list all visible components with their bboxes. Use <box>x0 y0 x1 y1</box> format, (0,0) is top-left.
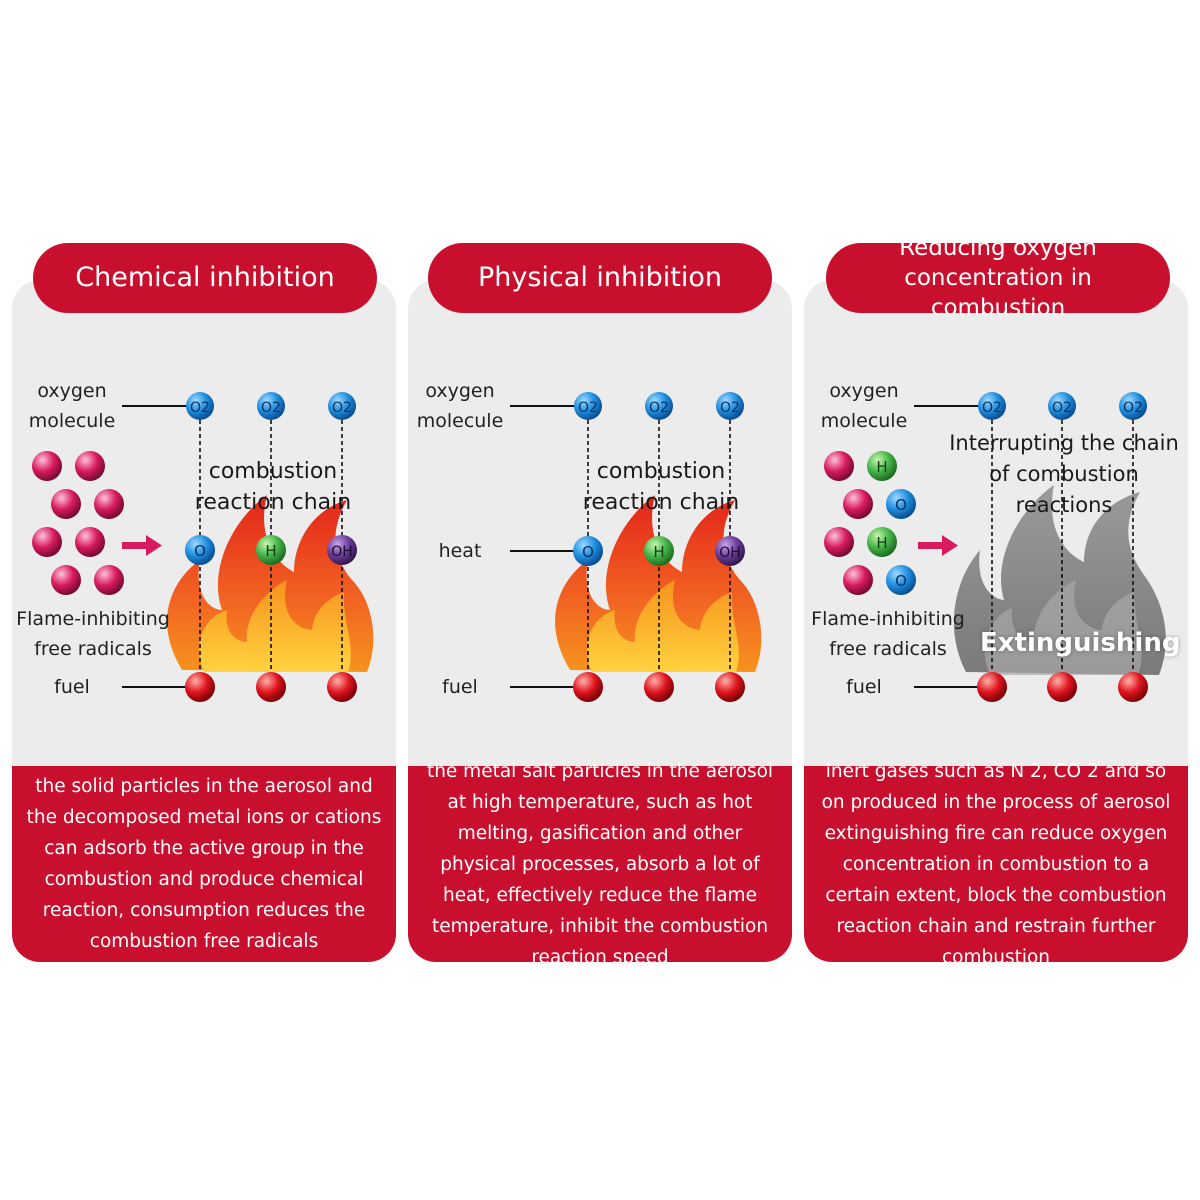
oxygen-molecule-label: oxygen molecule <box>28 380 116 432</box>
free-radicals-label: Flame-inhibiting free radicals <box>16 608 170 660</box>
hydroxyl-radical: OH <box>327 535 357 565</box>
svg-text:O2: O2 <box>261 400 281 416</box>
panel-description: the metal salt particles in the aerosol … <box>408 761 792 962</box>
extinguishing-label: Extinguishing <box>980 628 1181 658</box>
panel-title: Chemical inhibition <box>33 243 377 313</box>
fuel-molecule <box>1118 672 1148 702</box>
svg-text:O: O <box>194 542 206 560</box>
oxygen-molecule: O2 <box>978 392 1006 420</box>
oxygen-molecule: O2 <box>574 392 602 420</box>
svg-text:O2: O2 <box>578 400 598 416</box>
hydrogen-atom: H <box>256 535 286 565</box>
svg-text:O2: O2 <box>982 400 1002 416</box>
oxygen-atom: O <box>886 565 916 595</box>
hydrogen-atom: H <box>867 527 897 557</box>
fuel-label: fuel <box>442 676 478 698</box>
oxygen-molecule: O2 <box>186 392 214 420</box>
fuel-molecule <box>256 672 286 702</box>
svg-text:H: H <box>876 534 887 552</box>
svg-text:O: O <box>895 572 907 590</box>
arrow-right-icon <box>918 535 958 556</box>
svg-text:OH: OH <box>331 544 353 560</box>
oxygen-molecule: O2 <box>328 392 356 420</box>
panel-description: inert gases such as N 2, CO 2 and so on … <box>804 761 1188 962</box>
svg-text:O: O <box>582 543 594 561</box>
oxygen-molecule-label: oxygen molecule <box>820 380 908 432</box>
diagram-chemical: O2 O2 O2 O H OH <box>12 280 396 766</box>
oxygen-atom: O <box>886 489 916 519</box>
svg-text:O: O <box>895 496 907 514</box>
svg-text:OH: OH <box>719 545 741 561</box>
oxygen-molecule: O2 <box>1048 392 1076 420</box>
svg-text:O2: O2 <box>332 400 352 416</box>
diagram-reducing-oxygen: O2 O2 O2 H O H O oxygen molecule Flame-i… <box>804 280 1188 766</box>
arrow-right-icon <box>122 535 162 556</box>
fuel-molecule <box>327 672 357 702</box>
oxygen-molecule-label: oxygen molecule <box>416 380 504 432</box>
reaction-chain-label: combustion reaction chain <box>582 459 740 515</box>
oxygen-molecule: O2 <box>716 392 744 420</box>
svg-text:O2: O2 <box>190 400 210 416</box>
oxygen-molecule: O2 <box>257 392 285 420</box>
fuel-molecule <box>573 672 603 702</box>
oxygen-molecule: O2 <box>1119 392 1147 420</box>
svg-text:H: H <box>653 543 664 561</box>
svg-text:H: H <box>265 542 276 560</box>
panel-description: the solid particles in the aerosol and t… <box>12 766 396 962</box>
oxygen-molecule: O2 <box>645 392 673 420</box>
fuel-molecule <box>715 672 745 702</box>
fuel-molecule <box>644 672 674 702</box>
fuel-molecule <box>185 672 215 702</box>
hydrogen-atom: H <box>867 451 897 481</box>
panel-title: Reducing oxygen concentration in combust… <box>826 235 1170 321</box>
fuel-label: fuel <box>846 676 882 698</box>
fuel-molecule <box>977 672 1007 702</box>
fuel-molecule <box>1047 672 1077 702</box>
panel-physical-inhibition: O2 O2 O2 O H OH oxygen molecule heat fue… <box>408 280 792 962</box>
heat-label: heat <box>438 540 482 562</box>
svg-text:O2: O2 <box>1123 400 1143 416</box>
fuel-label: fuel <box>54 676 90 698</box>
interrupting-chain-label: Interrupting the chain of combustion rea… <box>949 431 1179 517</box>
free-radicals-label: Flame-inhibiting free radicals <box>811 608 965 660</box>
svg-text:O2: O2 <box>1052 400 1072 416</box>
svg-text:O2: O2 <box>720 400 740 416</box>
panel-title: Physical inhibition <box>428 243 772 313</box>
oxygen-atom: O <box>185 535 215 565</box>
reaction-chain-label: combustion reaction chain <box>194 459 352 515</box>
panel-chemical-inhibition: O2 O2 O2 O H OH <box>12 280 396 962</box>
diagram-physical: O2 O2 O2 O H OH oxygen molecule heat fue… <box>408 280 792 766</box>
free-radical-particles <box>32 451 124 595</box>
hydroxyl-radical: OH <box>715 536 745 566</box>
hydrogen-atom: H <box>644 536 674 566</box>
oxygen-atom: O <box>573 536 603 566</box>
smoke-flame-icon <box>953 485 1166 675</box>
svg-text:O2: O2 <box>649 400 669 416</box>
panel-reducing-oxygen: O2 O2 O2 H O H O oxygen molecule Flame-i… <box>804 280 1188 962</box>
free-radical-particles <box>824 451 873 595</box>
svg-text:H: H <box>876 458 887 476</box>
